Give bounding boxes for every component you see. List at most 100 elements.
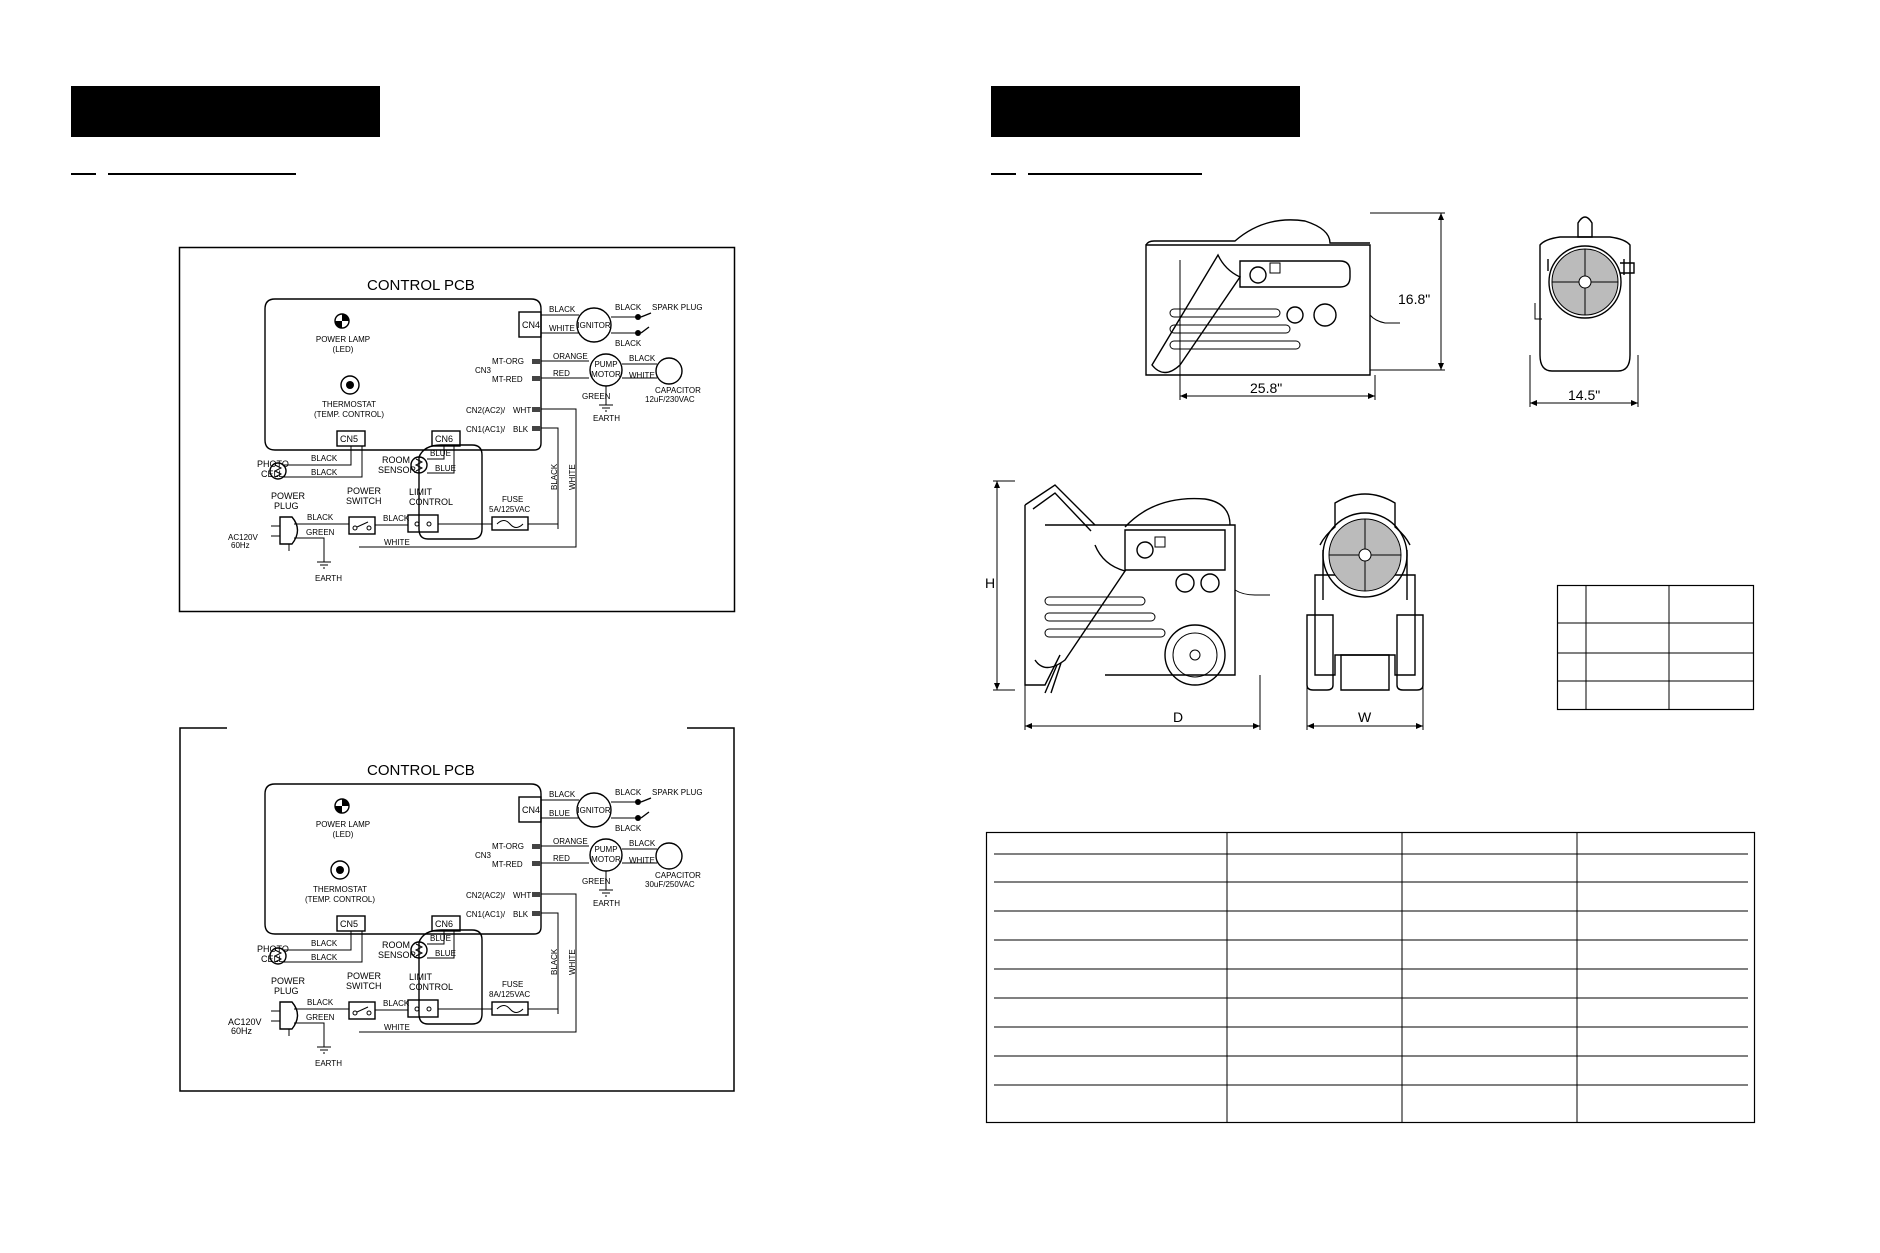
wiring-diagram-2: CONTROL PCB POWER LAMP (LED) THERMOSTAT …: [179, 727, 735, 1092]
pcb-title: CONTROL PCB: [367, 277, 475, 294]
cn2-label: CN2(AC2)/: [466, 406, 506, 415]
cn1-label: CN1(AC1)/: [466, 425, 506, 434]
left-section-title-bar: [71, 86, 380, 137]
power-plug-icon: [279, 516, 299, 545]
photo-cell-label-1: PHOTO: [257, 944, 289, 954]
capacitor-icon: [655, 357, 683, 385]
cn6-label: CN6: [435, 919, 453, 929]
sensor-enclosure: [418, 929, 483, 1025]
blk-label: BLK: [513, 910, 529, 919]
fuse-label-1: FUSE: [502, 980, 523, 989]
photo-cell-label-2: CELL: [261, 469, 284, 479]
plug-black-label: BLACK: [307, 998, 334, 1007]
thermostat-icon: [330, 860, 350, 880]
heater-side-view: [1145, 219, 1400, 376]
ignitor-out-black-1: BLACK: [615, 303, 642, 312]
earth-pump-label: EARTH: [593, 414, 620, 423]
cn2-label: CN2(AC2)/: [466, 891, 506, 900]
cap-black-label: BLACK: [629, 839, 656, 848]
sensor-enclosure: [418, 444, 483, 540]
power-plug-label-1: POWER: [271, 491, 306, 501]
cn4-label: CN4: [522, 320, 540, 330]
mt-org-label: MT-ORG: [492, 842, 524, 851]
red-wire: RED: [553, 369, 570, 378]
orange-wire: ORANGE: [553, 837, 588, 846]
ignitor-icon: [576, 792, 612, 828]
cap-white-label: WHITE: [629, 856, 655, 865]
capacitor-rating: 12uF/230VAC: [645, 395, 695, 404]
sw-black-label: BLACK: [383, 514, 410, 523]
photo-cell-label-1: PHOTO: [257, 459, 289, 469]
dimension-table: [1556, 584, 1755, 711]
blue-label-2: BLUE: [435, 949, 456, 958]
ignitor-label: IGNITOR: [577, 321, 610, 330]
heater-wheeled-front-view: [1306, 493, 1424, 691]
red-wire: RED: [553, 854, 570, 863]
heater-front-view: [1534, 216, 1635, 372]
power-switch-icon: [348, 516, 376, 535]
blue-label-1: BLUE: [430, 934, 451, 943]
ignitor-in-blue: BLUE: [549, 809, 570, 818]
vert-black-label: BLACK: [550, 463, 559, 490]
ac-label-2: 60Hz: [231, 1026, 253, 1036]
cn6-connector: [431, 430, 461, 447]
cn3-label: CN3: [475, 851, 492, 860]
ac-label-1: AC120V: [228, 533, 258, 542]
plug-green-label: GREEN: [306, 528, 335, 537]
limit-control-icon: [407, 514, 439, 533]
power-switch-label-1: POWER: [347, 486, 382, 496]
vert-black-label: BLACK: [550, 948, 559, 975]
photo-black-1: BLACK: [311, 939, 338, 948]
thermostat-icon: [340, 375, 360, 395]
vert-white-label: WHITE: [568, 949, 577, 975]
power-plug-label-1: POWER: [271, 976, 306, 986]
vert-white-label: WHITE: [568, 464, 577, 490]
cn6-connector: [431, 915, 461, 932]
blk-label: BLK: [513, 425, 529, 434]
room-sensor-label-1: ROOM: [382, 455, 410, 465]
power-switch-label-2: SWITCH: [346, 981, 382, 991]
fuse-label-2: 8A/125VAC: [489, 990, 530, 999]
white-bottom-label: WHITE: [384, 538, 410, 547]
plug-black-label: BLACK: [307, 513, 334, 522]
dimension-height: 16.8": [1398, 291, 1430, 307]
power-lamp-label: POWER LAMP: [316, 335, 370, 344]
room-sensor-label-2: SENSOR: [378, 950, 417, 960]
heater-wheeled-side-view: [1024, 484, 1270, 694]
dimension-w: W: [1358, 709, 1372, 725]
right-subheading-rule-short: [991, 173, 1016, 175]
limit-control-icon: [407, 999, 439, 1018]
capacitor-label: CAPACITOR: [655, 871, 701, 880]
cn5-label: CN5: [340, 434, 358, 444]
specifications-table: [985, 831, 1756, 1124]
pcb-outline: [264, 783, 542, 935]
earth-bottom-label: EARTH: [315, 1059, 342, 1068]
dimension-width: 14.5": [1568, 387, 1600, 403]
sw-black-label: BLACK: [383, 999, 410, 1008]
diagram-frame: [178, 246, 736, 613]
photo-cell-icon: [269, 947, 287, 965]
fuse-label-1: FUSE: [502, 495, 523, 504]
limit-control-label-2: CONTROL: [409, 497, 453, 507]
thermostat-sub: (TEMP. CONTROL): [305, 895, 375, 904]
thermostat-label: THERMOSTAT: [313, 885, 367, 894]
limit-control-label-2: CONTROL: [409, 982, 453, 992]
wht-label: WHT: [513, 891, 531, 900]
wht-label: WHT: [513, 406, 531, 415]
spark-plug-label: SPARK PLUG: [652, 303, 703, 312]
power-plug-label-2: PLUG: [274, 986, 299, 996]
photo-black-2: BLACK: [311, 953, 338, 962]
pump-motor-label-1: PUMP: [594, 845, 617, 854]
cn4-label: CN4: [522, 805, 540, 815]
ignitor-out-black-2: BLACK: [615, 339, 642, 348]
cap-black-label: BLACK: [629, 354, 656, 363]
mt-red-label: MT-RED: [492, 860, 523, 869]
heater-dimension-drawing-bottom: H D W: [985, 480, 1424, 730]
thermostat-sub: (TEMP. CONTROL): [314, 410, 384, 419]
power-plug-label-2: PLUG: [274, 501, 299, 511]
mt-org-label: MT-ORG: [492, 357, 524, 366]
room-sensor-label-2: SENSOR: [378, 465, 417, 475]
pcb-title: CONTROL PCB: [367, 762, 475, 779]
blue-label-2: BLUE: [435, 464, 456, 473]
ignitor-label: IGNITOR: [577, 806, 610, 815]
